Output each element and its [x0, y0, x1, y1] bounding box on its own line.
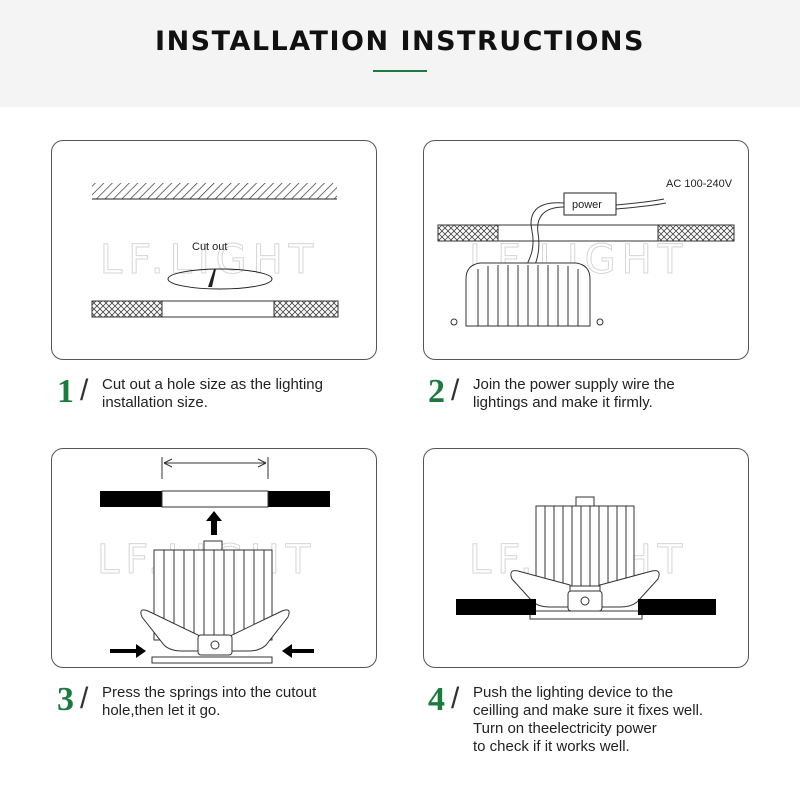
cutout-label: Cut out: [192, 241, 227, 253]
wiring-illustration: LF.LIGHT AC 100-240V power: [437, 178, 735, 327]
left-arrow-icon: [282, 644, 314, 658]
step-3-number: 3: [57, 681, 74, 718]
step-3-diagram: LF.LIGHT: [51, 448, 377, 668]
light-fixture-top: [450, 262, 604, 327]
step-1-diagram: LF.LIGHT Cut out: [51, 140, 377, 360]
step-2-number: 2: [428, 373, 445, 410]
cut-tool-icon: [208, 269, 216, 287]
light-fixture-mounted: [510, 496, 660, 620]
step-3-slash: /: [80, 682, 89, 715]
light-fixture: [140, 540, 290, 664]
press-springs-illustration: LF.LIGHT: [97, 457, 330, 664]
step-1-text: Cut out a hole size as the lighting inst…: [102, 376, 323, 411]
cutout-ellipse: [167, 268, 273, 290]
step-3-text: Press the springs into the cutout hole,t…: [102, 684, 317, 719]
step-2-diagram: LF.LIGHT AC 100-240V power: [423, 140, 749, 360]
title-underline: [373, 70, 427, 72]
ceiling-left: [100, 491, 162, 507]
watermark-text: LF.LIGHT: [100, 237, 319, 283]
cutout-illustration: LF.LIGHT Cut out: [91, 183, 339, 318]
step-4-diagram: LF.LIGHT: [423, 448, 749, 668]
voltage-label: AC 100-240V: [666, 178, 733, 190]
mounted-light-illustration: LF.LIGHT: [456, 496, 716, 620]
right-arrow-icon: [110, 644, 146, 658]
power-label: power: [572, 199, 602, 211]
ceiling-hatch: [92, 183, 337, 199]
ceiling-left: [456, 599, 536, 615]
step-1-slash: /: [80, 374, 89, 407]
step-4-slash: /: [451, 682, 460, 715]
power-driver-box: [563, 192, 617, 216]
ceiling-right: [638, 599, 716, 615]
step-2-slash: /: [451, 374, 460, 407]
step-2-text: Join the power supply wire the lightings…: [473, 376, 675, 411]
up-arrow-icon: [206, 511, 222, 535]
ceiling-right: [268, 491, 330, 507]
step-4-text: Push the lighting device to the ceilling…: [473, 684, 704, 755]
page-title: INSTALLATION INSTRUCTIONS: [155, 26, 645, 57]
step-4-number: 4: [428, 681, 445, 718]
step-1-number: 1: [57, 373, 74, 410]
header-band: INSTALLATION INSTRUCTIONS: [0, 0, 800, 107]
